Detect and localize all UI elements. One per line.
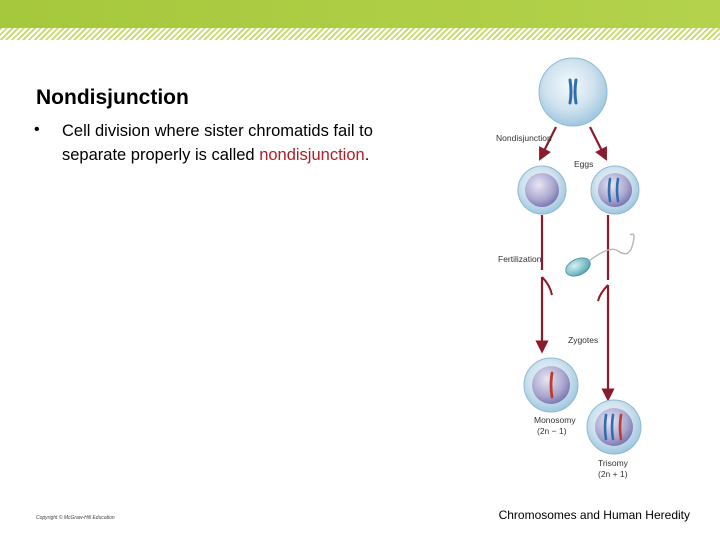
label-monosomy: Monosomy [534, 415, 576, 425]
bullet-marker: • [34, 121, 40, 139]
header-stripe [0, 28, 720, 40]
chromosome-icon [620, 415, 621, 439]
copyright-text: Copyright © McGraw-Hill Education [36, 515, 115, 521]
arrow-icon [590, 127, 604, 155]
arrow-icon [598, 285, 608, 301]
nondisjunction-diagram: Nondisjunction Eggs Fertilization Zygote… [490, 55, 690, 485]
monosomy-zygote-icon [524, 358, 578, 412]
label-zygotes: Zygotes [568, 335, 598, 345]
label-eggs: Eggs [574, 159, 593, 169]
egg-cell-double-icon [591, 166, 639, 214]
label-nondisjunction: Nondisjunction [496, 133, 552, 143]
bullet-text: Cell division where sister chromatids fa… [62, 119, 422, 167]
egg-cell-empty-icon [518, 166, 566, 214]
sperm-icon [563, 234, 634, 280]
trisomy-zygote-icon [587, 400, 641, 454]
label-trisomy: Trisomy [598, 458, 629, 468]
chromosome-icon [551, 373, 552, 397]
footer-title: Chromosomes and Human Heredity [499, 508, 690, 522]
parent-cell-icon [539, 58, 607, 126]
arrow-icon [542, 277, 552, 295]
bullet-text-after: . [365, 146, 370, 164]
bullet-highlight: nondisjunction [259, 146, 365, 164]
header-bar [0, 0, 720, 28]
label-fertilization: Fertilization [498, 254, 542, 264]
slide-title: Nondisjunction [36, 86, 189, 110]
label-trisomy-formula: (2n + 1) [598, 469, 628, 479]
label-monosomy-formula: (2n − 1) [537, 426, 567, 436]
